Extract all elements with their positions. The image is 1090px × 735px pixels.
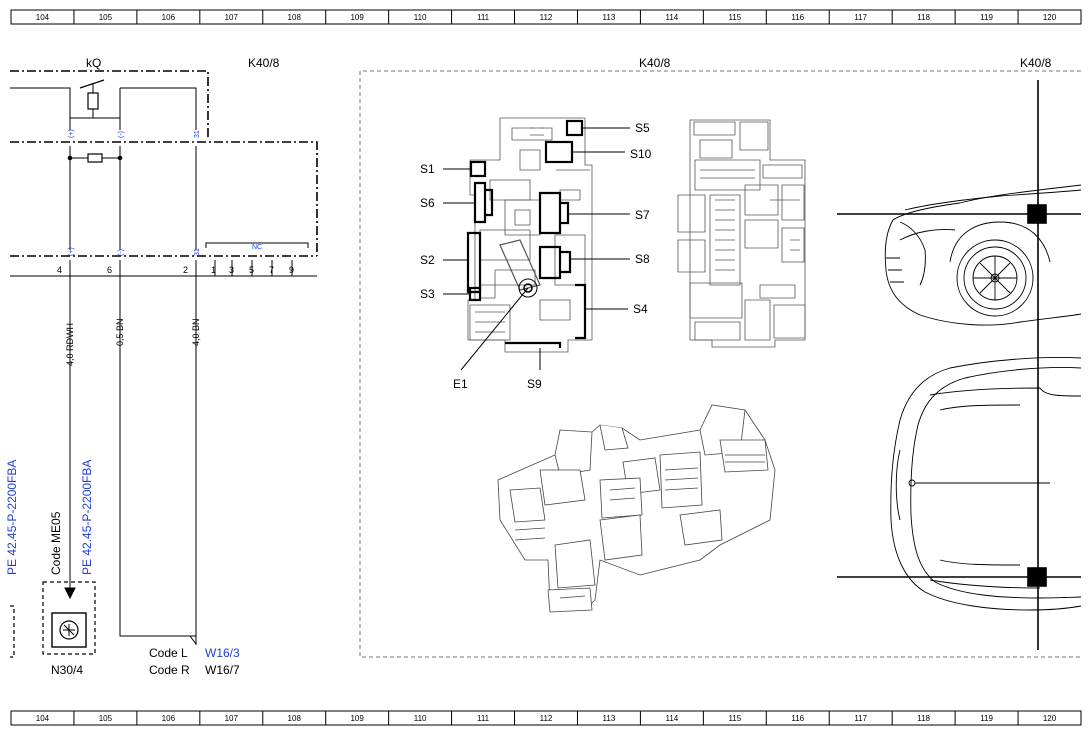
- ruler-column-111: 111: [477, 13, 490, 22]
- ruler-column-104: 104: [36, 714, 50, 723]
- top-ruler: 104 105 106 107 108 109 110 111 112 113 114 115 116 1…: [10, 9, 1082, 25]
- terminal-number: 4: [57, 265, 62, 275]
- callout-s3: S3: [420, 287, 435, 301]
- ruler-column-105: 105: [99, 13, 113, 22]
- component-label: N30/4: [51, 663, 83, 677]
- callout-s7: S7: [635, 208, 650, 222]
- module-label-center: K40/8: [639, 56, 671, 70]
- ruler-column-114: 114: [665, 714, 678, 723]
- ruler-column-109: 109: [350, 13, 364, 22]
- ruler-column-113: 113: [603, 13, 616, 22]
- fusebox-isometric-view: [497, 404, 776, 613]
- wire-label-rdwh: 4,0 RDWH: [65, 323, 75, 366]
- terminal-number: 6: [107, 265, 112, 275]
- terminal-number: 5: [249, 265, 254, 275]
- code-l-label: Code L: [149, 646, 188, 660]
- callout-s10: S10: [630, 147, 652, 161]
- ruler-column-105: 105: [99, 714, 113, 723]
- ruler-column-119: 119: [980, 714, 993, 723]
- terminal-number: 7: [269, 265, 274, 275]
- callout-s9: S9: [527, 377, 542, 391]
- callout-s8: S8: [635, 252, 650, 266]
- bottom-ruler: 104 105 106 107 108 109 110 111 112 113 114 115 116 1…: [10, 710, 1082, 726]
- ruler-column-108: 108: [288, 13, 302, 22]
- ruler-column-110: 110: [414, 13, 427, 22]
- terminal-number: 3: [229, 265, 234, 275]
- schematic-left: [10, 70, 318, 658]
- callout-s2: S2: [420, 253, 435, 267]
- ruler-column-119: 119: [980, 13, 993, 22]
- ruler-column-116: 116: [791, 13, 804, 22]
- ruler-column-112: 112: [540, 13, 553, 22]
- pin-marker-31-bottom: 31: [194, 248, 201, 256]
- wire-label-bn-thin: 0,5 BN: [115, 318, 125, 346]
- ruler-column-113: 113: [603, 714, 616, 723]
- fusebox-top-view: [467, 117, 593, 353]
- module-label-right: K40/8: [1020, 56, 1052, 70]
- ruler-column-117: 117: [854, 714, 867, 723]
- reference-link-main[interactable]: PE 42.45-P-2200FBA: [80, 460, 94, 575]
- fusebox-highlights: [466, 119, 587, 348]
- ruler-column-118: 118: [917, 714, 930, 723]
- pin-marker-plus-bottom: (+): [68, 247, 75, 256]
- ruler-column-118: 118: [917, 13, 930, 22]
- code-r-target-label: W16/7: [205, 663, 240, 677]
- terminal-number: 2: [183, 265, 188, 275]
- ruler-column-112: 112: [540, 714, 553, 723]
- ruler-column-110: 110: [414, 714, 427, 723]
- relay-label: kQ: [86, 56, 101, 70]
- callout-s6: S6: [420, 196, 435, 210]
- callout-leaders: [443, 127, 630, 371]
- ruler-column-120: 120: [1043, 13, 1057, 22]
- fusebox-callouts: S1 S6 S2 S3 S5 S10 S7 S8 S4 E1 S9: [420, 121, 652, 391]
- ruler-column-104: 104: [36, 13, 50, 22]
- ruler-column-106: 106: [162, 714, 176, 723]
- ruler-column-106: 106: [162, 13, 176, 22]
- callout-s4: S4: [633, 302, 648, 316]
- callout-s5: S5: [635, 121, 650, 135]
- ruler-column-108: 108: [288, 714, 302, 723]
- ruler-column-115: 115: [728, 714, 741, 723]
- ruler-column-109: 109: [350, 714, 364, 723]
- pin-marker-minus-bottom: (-): [118, 249, 125, 256]
- pin-marker-31-top: 31: [194, 130, 201, 138]
- module-label-left: K40/8: [248, 56, 280, 70]
- nc-label: NC: [252, 244, 262, 251]
- callout-e1: E1: [453, 377, 468, 391]
- fusebox-bottom-view: [677, 119, 806, 348]
- callout-s1: S1: [420, 162, 435, 176]
- terminal-numbers: 4 6 2 1 3 5 7 9: [57, 265, 294, 275]
- pin-marker-minus-top: (-): [118, 131, 125, 138]
- ruler-column-107: 107: [225, 714, 239, 723]
- code-me05-label: Code ME05: [49, 511, 63, 575]
- wire-label-bn-thick: 4,0 BN: [191, 318, 201, 346]
- location-panel-frame: [359, 70, 1081, 658]
- ruler-column-116: 116: [791, 714, 804, 723]
- terminal-number: 9: [289, 265, 294, 275]
- car-top-view: [890, 357, 1082, 611]
- pin-marker-plus-top: (+): [68, 129, 75, 138]
- ruler-column-111: 111: [477, 714, 490, 723]
- terminal-number: 1: [211, 265, 216, 275]
- location-crosshair: [837, 80, 1081, 650]
- ruler-column-107: 107: [225, 13, 239, 22]
- code-r-label: Code R: [149, 663, 190, 677]
- reference-link-partial[interactable]: PE 42.45-P-2200FBA: [5, 460, 19, 575]
- ruler-column-120: 120: [1043, 714, 1057, 723]
- car-side-view: [884, 184, 1082, 326]
- ruler-column-114: 114: [665, 13, 678, 22]
- ruler-column-117: 117: [854, 13, 867, 22]
- ruler-column-115: 115: [728, 13, 741, 22]
- code-l-target-link[interactable]: W16/3: [205, 646, 240, 660]
